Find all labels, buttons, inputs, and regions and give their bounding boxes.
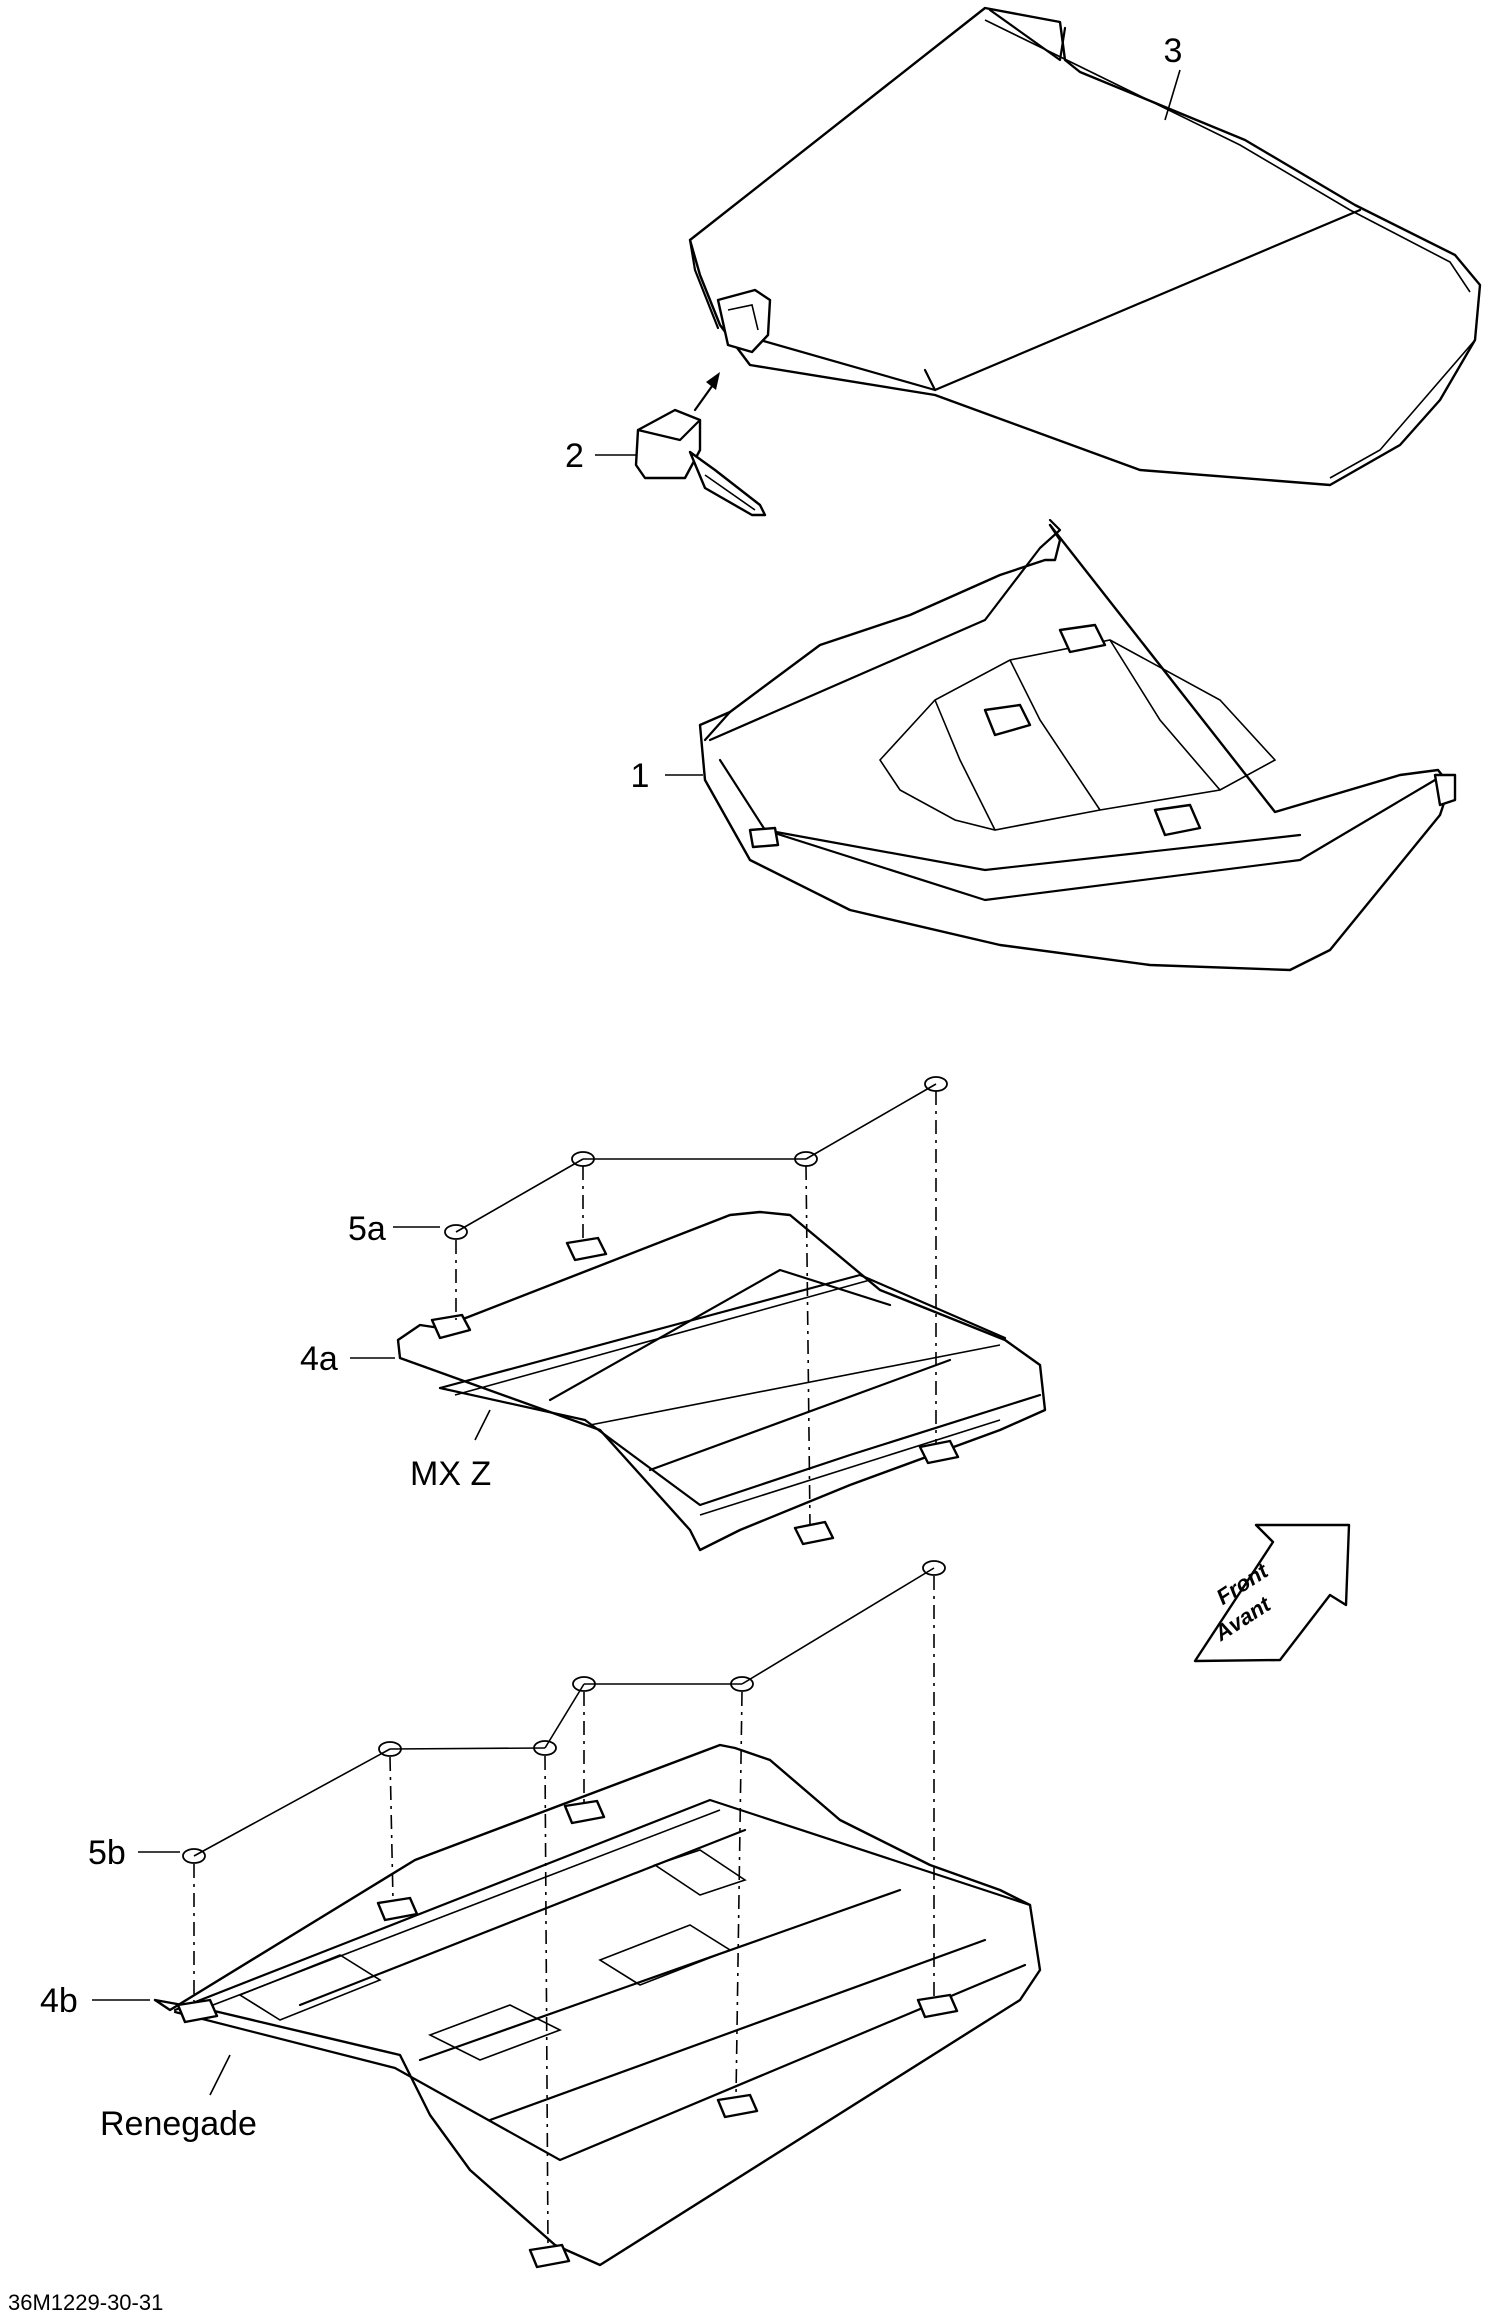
- callout-5a: 5a: [348, 1210, 386, 1248]
- callout-5b: 5b: [88, 1834, 126, 1872]
- leader-line-mxz: [474, 1409, 491, 1441]
- assembly-arrow: [693, 372, 720, 412]
- part-1-seat-base: [698, 518, 1457, 972]
- callout-4b: 4b: [40, 1982, 78, 2020]
- front-direction-arrow: Front Avant: [1193, 1523, 1351, 1663]
- part-4a-plate-mxz: [396, 1210, 1047, 1552]
- part-2-latch: [634, 408, 767, 517]
- callout-4a: 4a: [300, 1340, 338, 1378]
- part-3-seat-cover: [688, 6, 1482, 487]
- fasteners-5a: [444, 1076, 948, 1240]
- callout-2: 2: [565, 437, 584, 475]
- mounting-tabs-4a: [430, 1236, 960, 1546]
- figure-reference-code: 36M1229-30-31: [8, 2290, 163, 2315]
- callout-3: 3: [1164, 32, 1183, 70]
- part-4b-plate-renegade: [153, 1743, 1042, 2267]
- model-label-mxz: MX Z: [410, 1455, 491, 1493]
- leader-line-3: [1164, 69, 1181, 121]
- callout-1: 1: [631, 757, 650, 795]
- model-label-renegade: Renegade: [100, 2105, 257, 2143]
- mounting-tabs-4b: [176, 1799, 959, 2269]
- leader-line-renegade: [209, 2054, 231, 2096]
- assembly-lines-5a: [455, 1083, 937, 1526]
- assembly-lines-5b: [193, 1567, 935, 2249]
